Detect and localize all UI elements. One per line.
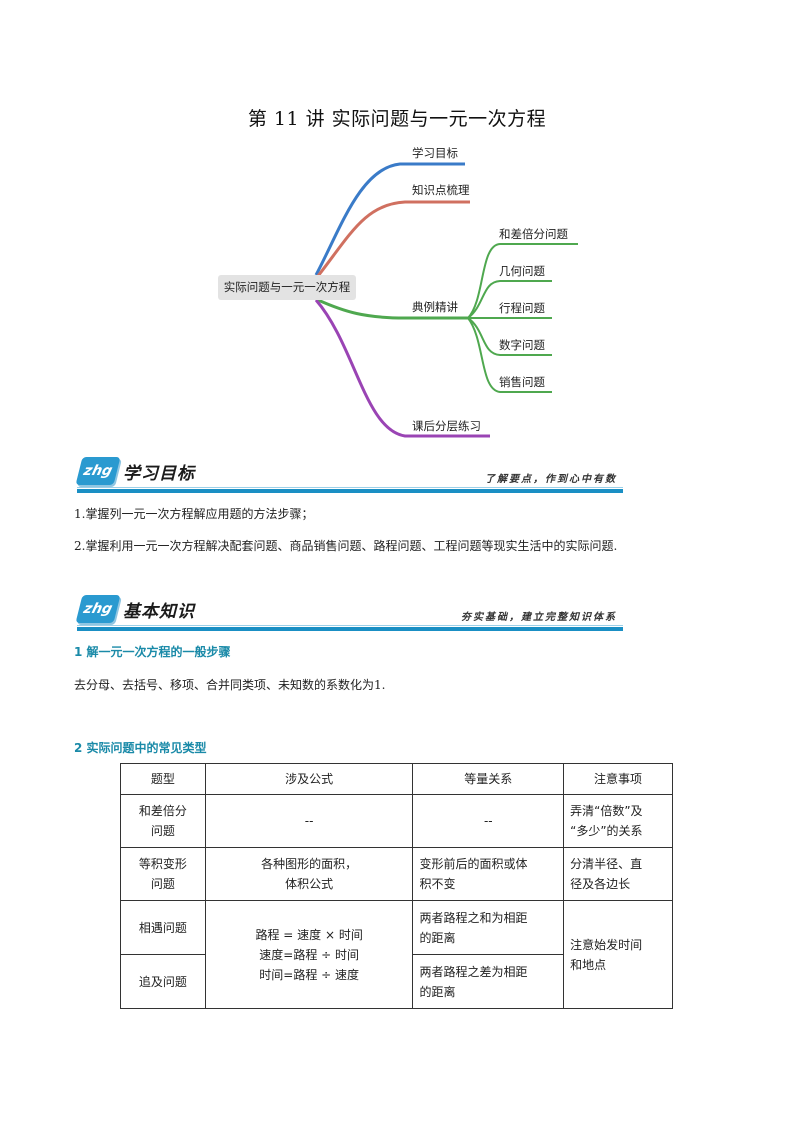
point1-text: 去分母、去括号、移项、合并同类项、未知数的系数化为1.	[74, 678, 386, 692]
branch-line-examples	[317, 298, 468, 320]
cell-note: 分清半径、直 径及各边长	[563, 847, 673, 901]
zhg-logo-icon: zhg	[75, 457, 121, 485]
table-header-row: 题型 涉及公式 等量关系 注意事项	[120, 763, 673, 795]
sub-line-5	[467, 317, 552, 393]
cell-relation: 两者路程之差为相距 的距离	[412, 954, 565, 1009]
table-row: 相遇问题 路程 = 速度 × 时间 速度=路程 ÷ 时间 时间=路程 ÷ 速度 …	[120, 900, 673, 1009]
table-row: 追及问题 两者路程之差为相距 的距离	[120, 954, 673, 1009]
problem-types-table: 题型 涉及公式 等量关系 注意事项 和差倍分 问题 -- -- 弄清“倍数”及 …	[120, 763, 673, 1009]
mindmap-connectors	[314, 162, 578, 438]
mindmap-subnode-5: 销售问题	[499, 375, 545, 389]
mindmap-subnode-2: 几何问题	[499, 264, 545, 278]
section-heading: 学习目标	[123, 464, 195, 484]
mindmap-subnode-4: 数字问题	[499, 338, 545, 352]
sub-line-2	[467, 280, 552, 319]
cell-type: 等积变形 问题	[120, 847, 206, 901]
mindmap-node-knowledge: 知识点梳理	[412, 183, 470, 197]
sub-line-4	[467, 317, 552, 356]
mindmap-node-practice: 课后分层练习	[412, 419, 481, 433]
table-row: 和差倍分 问题 -- -- 弄清“倍数”及 “多少”的关系	[120, 794, 673, 848]
branch-line-goals	[314, 162, 465, 276]
cell-relation: 两者路程之和为相距 的距离	[412, 900, 565, 955]
header-relation: 等量关系	[412, 763, 565, 795]
cell-type: 追及问题	[120, 954, 206, 1009]
cell-relation: --	[412, 794, 565, 848]
point2-title: 2 实际问题中的常见类型	[74, 741, 207, 755]
mindmap-subnode-3: 行程问题	[499, 301, 545, 315]
sub-line-1	[467, 243, 578, 319]
section-motto: 了解要点，作到心中有数	[485, 474, 617, 485]
table-row: 等积变形 问题 各种图形的面积， 体积公式 变形前后的面积或体 积不变 分清半径…	[120, 847, 673, 901]
point1-title: 1 解一元一次方程的一般步骤	[74, 645, 231, 659]
header-formula: 涉及公式	[204, 763, 414, 795]
cell-relation: 变形前后的面积或体 积不变	[412, 847, 565, 901]
cell-formula: 各种图形的面积， 体积公式	[204, 847, 414, 901]
header-note: 注意事项	[563, 763, 673, 795]
branch-line-practice	[314, 299, 490, 438]
cell-type: 和差倍分 问题	[120, 794, 206, 848]
mindmap-root: 实际问题与一元一次方程	[218, 275, 356, 300]
section-heading: 基本知识	[123, 602, 195, 622]
goal-item-1: 1.掌握列一元一次方程解应用题的方法步骤；	[74, 507, 314, 521]
goal-item-2: 2.掌握利用一元一次方程解决配套问题、商品销售问题、路程问题、工程问题等现实生活…	[74, 539, 618, 553]
branch-line-knowledge	[316, 200, 470, 277]
section-motto: 夯实基础，建立完整知识体系	[461, 612, 617, 623]
zhg-logo-icon: zhg	[75, 595, 121, 623]
cell-note: 弄清“倍数”及 “多少”的关系	[563, 794, 673, 848]
cell-note: 注意始发时间 和地点	[563, 900, 673, 1009]
page-title: 第 11 讲 实际问题与一元一次方程	[247, 108, 547, 130]
section-banner-goals: zhg 学习目标 了解要点，作到心中有数	[75, 453, 623, 493]
section-banner-basics: zhg 基本知识 夯实基础，建立完整知识体系	[75, 591, 623, 631]
cell-type: 相遇问题	[120, 900, 206, 955]
mindmap-node-goals: 学习目标	[412, 146, 458, 160]
mindmap-subnode-1: 和差倍分问题	[499, 227, 568, 241]
cell-formula: --	[204, 794, 414, 848]
cell-formula: 路程 = 速度 × 时间 速度=路程 ÷ 时间 时间=路程 ÷ 速度	[204, 900, 414, 1009]
mindmap-node-examples: 典例精讲	[412, 300, 458, 314]
header-type: 题型	[120, 763, 206, 795]
